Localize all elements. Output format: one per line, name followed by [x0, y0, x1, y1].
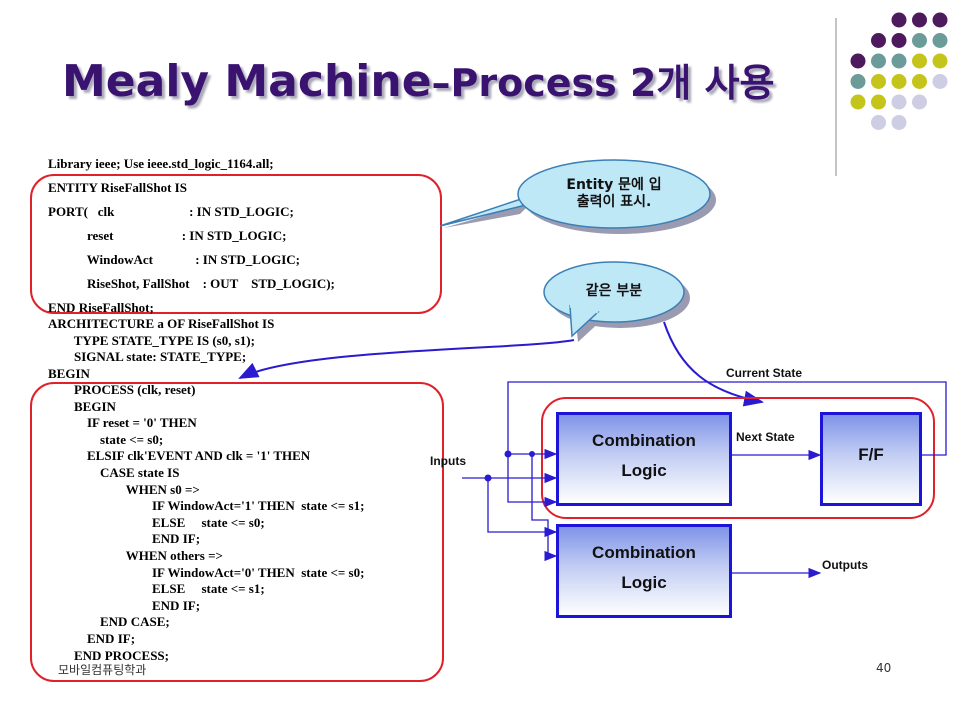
code-line: WindowAct : IN STD_LOGIC;: [48, 252, 300, 267]
decorative-dot: [912, 53, 927, 69]
feedback-wire: [507, 381, 947, 460]
code-line: RiseShot, FallShot : OUT STD_LOGIC);: [48, 276, 335, 291]
inputs-label: Inputs: [430, 454, 466, 468]
same-part-text: 같은 부분: [585, 283, 643, 299]
decorative-dot: [891, 94, 907, 110]
footer-department: 모바일컴퓨팅학과: [58, 663, 147, 677]
combination-logic-block-output: Combination Logic: [556, 524, 732, 618]
flip-flop-block: F/F: [820, 412, 922, 506]
decorative-dot: [850, 94, 866, 110]
combination-logic-block-next-state: Combination Logic: [556, 412, 732, 506]
process-highlight-box: [30, 382, 444, 682]
code-line: IF reset = '0' THEN: [48, 415, 197, 431]
comb2-line1: Combination: [592, 543, 696, 562]
code-line: ELSE state <= s1;: [48, 581, 265, 597]
decorative-dot-grid: [835, 12, 948, 176]
architecture-code: ARCHITECTURE a OF RiseFallShot IS TYPE S…: [48, 316, 274, 382]
decorative-dot: [850, 53, 866, 69]
code-line: END CASE;: [48, 614, 170, 630]
decorative-dot: [871, 94, 886, 110]
outputs-label: Outputs: [822, 558, 868, 572]
code-line: PROCESS (clk, reset): [48, 382, 196, 397]
title-main: Mealy Machine: [62, 56, 432, 107]
state-junction-2: [529, 451, 535, 457]
inputs-to-output-logic-wire: [487, 478, 558, 538]
decorative-dot: [891, 115, 907, 130]
code-line: WHEN others =>: [48, 547, 223, 563]
code-line: WHEN s0 =>: [48, 481, 200, 497]
code-line: CASE state IS: [48, 464, 180, 480]
code-line: ENTITY RiseFallShot IS: [48, 180, 187, 195]
code-line: PORT( clk : IN STD_LOGIC;: [48, 204, 294, 219]
decorative-dot: [912, 74, 927, 89]
title-rest: –Process 2개 사용: [431, 61, 775, 105]
code-line: END IF;: [48, 531, 201, 547]
code-line: BEGIN: [48, 398, 116, 414]
code-line: state <= s0;: [48, 431, 164, 447]
decorative-dot: [871, 53, 886, 69]
comb2-line2: Logic: [621, 573, 667, 592]
code-line: SIGNAL state: STATE_TYPE;: [48, 349, 247, 364]
current-state-label: Current State: [726, 366, 803, 380]
same-part-arrow-to-code: [238, 339, 575, 379]
code-line: END RiseFallShot;: [48, 300, 154, 315]
decorative-dot: [912, 94, 927, 110]
decorative-dot: [891, 74, 907, 89]
code-line: ARCHITECTURE a OF RiseFallShot IS: [48, 316, 275, 331]
code-line: IF WindowAct='1' THEN state <= s1;: [48, 498, 365, 514]
entity-note-bubble: [517, 159, 711, 229]
code-line: END PROCESS;: [48, 647, 169, 663]
next-state-label: Next State: [736, 430, 795, 444]
process-code: PROCESS (clk, reset) BEGIN IF reset = '0…: [48, 382, 364, 664]
code-line: ELSIF clk'EVENT AND clk = '1' THEN: [48, 448, 311, 464]
code-line: ELSE state <= s0;: [48, 514, 265, 530]
page-number: 40: [876, 661, 892, 675]
entity-code: Library ieee; Use ieee.std_logic_1164.al…: [48, 152, 335, 320]
ff-label: F/F: [858, 445, 884, 464]
decorative-dot: [891, 53, 907, 69]
decorative-dot: [932, 74, 948, 89]
state-to-output-logic-wire-b: [531, 454, 558, 562]
decorative-dot: [871, 115, 886, 130]
code-line: BEGIN: [48, 365, 90, 381]
decorative-dot: [912, 33, 927, 48]
decorative-dot: [912, 12, 927, 28]
entity-highlight-box: [30, 174, 442, 314]
comb1-line1: Combination: [592, 431, 696, 450]
decorative-dot: [932, 12, 948, 28]
decorative-dot: [850, 74, 866, 89]
comb1-line2: Logic: [621, 461, 667, 480]
decorative-dot: [932, 53, 948, 69]
code-line: reset : IN STD_LOGIC;: [48, 228, 287, 243]
code-line: IF WindowAct='0' THEN state <= s0;: [48, 564, 365, 580]
state-machine-highlight: [541, 397, 935, 519]
code-line: TYPE STATE_TYPE IS (s0, s1);: [48, 332, 255, 348]
same-part-arrow-to-diagram: [663, 321, 764, 407]
decorative-dot: [891, 33, 907, 48]
decorative-dot: [871, 33, 886, 48]
state-to-output-logic-wire-a: [507, 454, 558, 508]
code-line: END IF;: [48, 597, 201, 613]
code-line: Library ieee; Use ieee.std_logic_1164.al…: [48, 156, 274, 171]
decorative-dot: [871, 74, 886, 89]
decorative-dot: [891, 12, 907, 28]
page-title: Mealy Machine–Process 2개 사용: [62, 52, 775, 107]
code-line: END IF;: [48, 630, 136, 646]
decorative-dot: [932, 33, 948, 48]
